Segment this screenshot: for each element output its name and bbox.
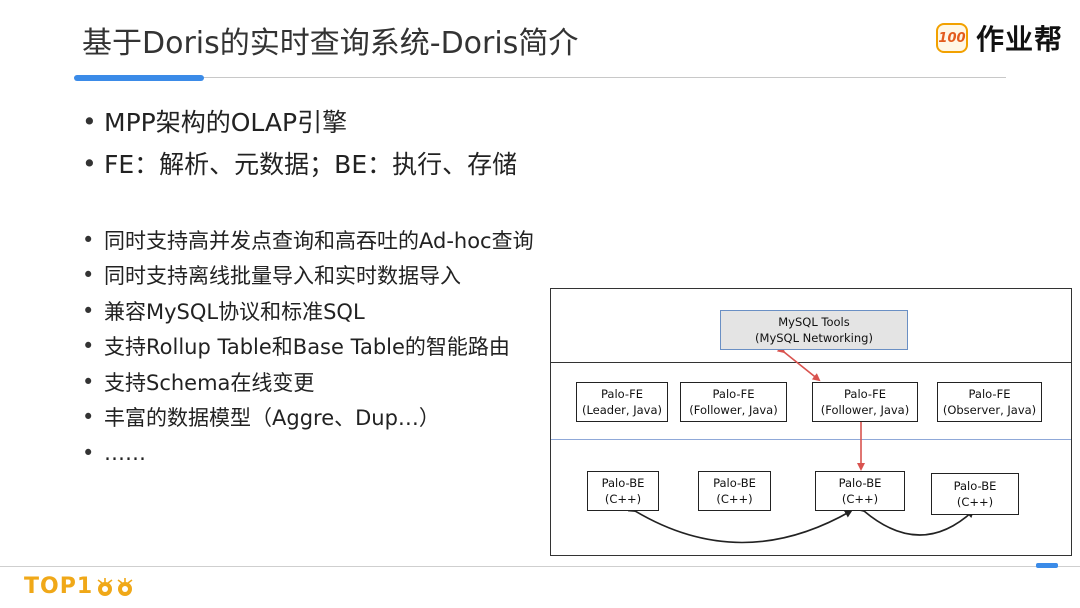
box-subtitle: (C++) (841, 492, 879, 506)
box-subtitle: (C++) (716, 492, 753, 506)
bullet-icon: • (82, 148, 97, 178)
list-item: • 支持Schema在线变更 (82, 364, 534, 400)
list-item: • …… (82, 435, 534, 471)
box-title: Palo-BE (838, 476, 882, 490)
box-title: Palo-FE (712, 387, 755, 401)
be-node-box: Palo-BE (C++) (815, 471, 905, 511)
fe-observer-box: Palo-FE (Observer, Java) (937, 382, 1042, 422)
list-item-text: 支持Schema在线变更 (104, 370, 315, 395)
list-item: • 同时支持离线批量导入和实时数据导入 (82, 258, 534, 294)
box-subtitle: (Observer, Java) (942, 403, 1037, 417)
list-item-text: 支持Rollup Table和Base Table的智能路由 (104, 335, 510, 360)
bullet-icon: • (82, 369, 95, 394)
fe-leader-box: Palo-FE (Leader, Java) (576, 382, 668, 422)
title-accent-bar (74, 75, 204, 81)
main-bullet-list: • MPP架构的OLAP引擎 • FE：解析、元数据；BE：执行、存储 (82, 100, 517, 184)
box-title: Palo-FE (968, 387, 1011, 401)
list-item-text: 同时支持高并发点查询和高吞吐的Ad-hoc查询 (104, 228, 534, 253)
box-title: Palo-BE (601, 476, 645, 490)
bullet-icon: • (82, 263, 95, 288)
architecture-diagram: MySQL Tools (MySQL Networking) Palo-FE (… (550, 288, 1072, 556)
list-item: • 支持Rollup Table和Base Table的智能路由 (82, 329, 534, 365)
feature-bullet-list: • 同时支持高并发点查询和高吞吐的Ad-hoc查询 • 同时支持离线批量导入和实时数… (82, 222, 534, 471)
be-replication-arrow-left (627, 504, 853, 544)
be-node-box: Palo-BE (C++) (931, 473, 1019, 515)
list-item-text: MPP架构的OLAP引擎 (104, 108, 348, 137)
bullet-icon: • (82, 298, 95, 323)
top1-text: TOP1 (24, 574, 94, 599)
be-node-box: Palo-BE (C++) (698, 471, 771, 511)
top1-brand: TOP1 (24, 574, 143, 599)
bullet-icon: • (82, 227, 95, 252)
list-item: • 同时支持高并发点查询和高吞吐的Ad-hoc查询 (82, 222, 534, 258)
list-item: • 丰富的数据模型（Aggre、Dup…） (82, 400, 534, 436)
eyes-icon (97, 577, 133, 596)
list-item-text: FE：解析、元数据；BE：执行、存储 (104, 150, 518, 179)
diagram-connectors (627, 345, 975, 544)
bullet-icon: • (82, 440, 95, 465)
box-title: Palo-BE (713, 476, 756, 490)
fe-follower-box: Palo-FE (Follower, Java) (680, 382, 787, 422)
logo-text: 作业帮 (976, 23, 1064, 56)
box-subtitle: (Follower, Java) (689, 403, 778, 417)
slide-title: 基于Doris的实时查询系统-Doris简介 (82, 26, 579, 61)
box-title: Palo-FE (844, 387, 886, 401)
list-item-text: 丰富的数据模型（Aggre、Dup…） (104, 406, 440, 431)
box-title: MySQL Tools (778, 315, 850, 329)
footer-divider (0, 566, 1080, 567)
tools-fe-arrow (776, 345, 821, 382)
box-subtitle: (Leader, Java) (581, 403, 662, 417)
box-title: Palo-BE (953, 479, 997, 493)
box-subtitle: (Follower, Java) (820, 403, 910, 417)
bullet-icon: • (82, 106, 97, 136)
list-item: • 兼容MySQL协议和标准SQL (82, 293, 534, 329)
mysql-tools-box: MySQL Tools (MySQL Networking) (720, 310, 908, 350)
box-subtitle: (C++) (956, 495, 994, 509)
box-title: Palo-FE (601, 387, 643, 401)
be-replication-arrow-right (856, 504, 975, 536)
be-node-box: Palo-BE (C++) (587, 471, 659, 511)
logo-100-icon: 100 (936, 23, 968, 53)
box-subtitle: (MySQL Networking) (755, 331, 873, 345)
list-item-text: 同时支持离线批量导入和实时数据导入 (104, 264, 461, 289)
zuoyebang-logo: 100 作业帮 (936, 18, 1063, 58)
footer-accent-mark (1036, 563, 1058, 568)
list-item-text: …… (104, 440, 146, 465)
list-item: • MPP架构的OLAP引擎 (82, 100, 517, 142)
diagram-separator-mid (551, 439, 1071, 440)
fe-follower-box: Palo-FE (Follower, Java) (812, 382, 918, 422)
bullet-icon: • (82, 334, 95, 359)
box-subtitle: (C++) (604, 492, 642, 506)
list-item: • FE：解析、元数据；BE：执行、存储 (82, 142, 517, 184)
title-divider (74, 77, 1006, 78)
bullet-icon: • (82, 405, 95, 430)
list-item-text: 兼容MySQL协议和标准SQL (104, 299, 365, 324)
